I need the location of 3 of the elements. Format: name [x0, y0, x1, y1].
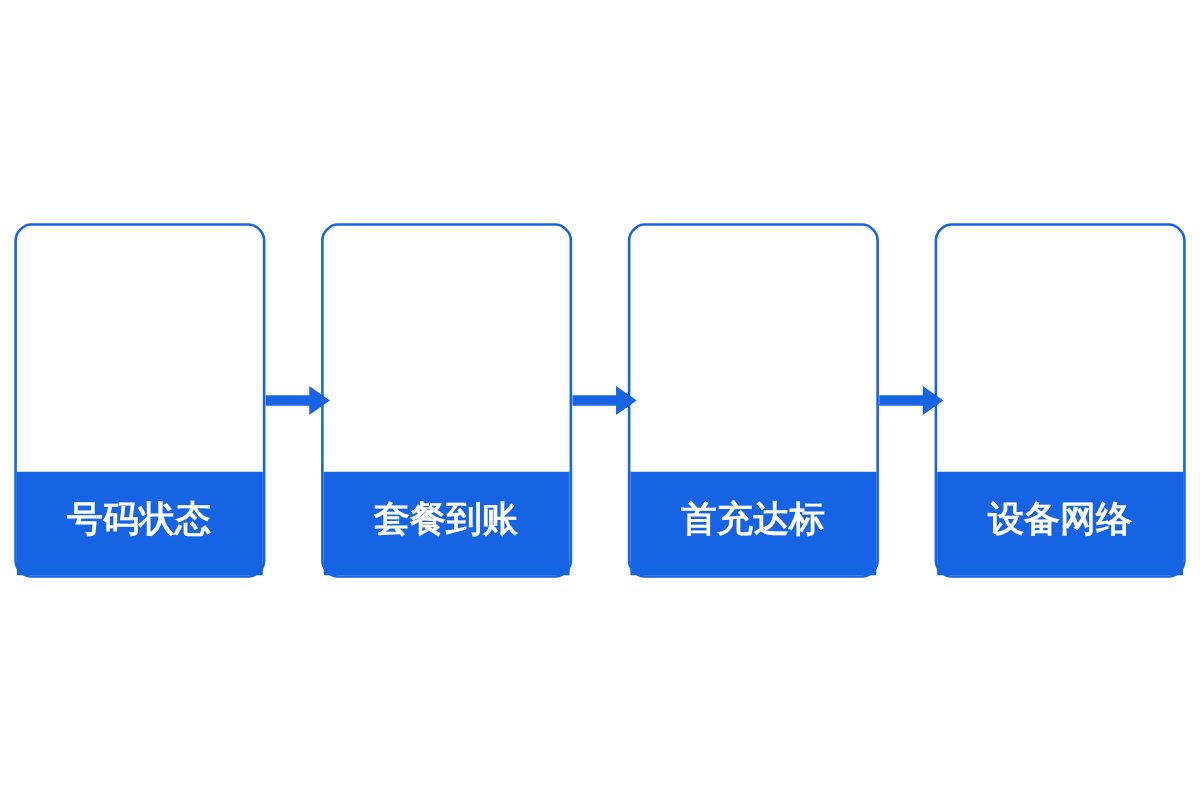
arrow: [879, 385, 944, 415]
arrow: [265, 385, 330, 415]
arrow: [572, 385, 637, 415]
